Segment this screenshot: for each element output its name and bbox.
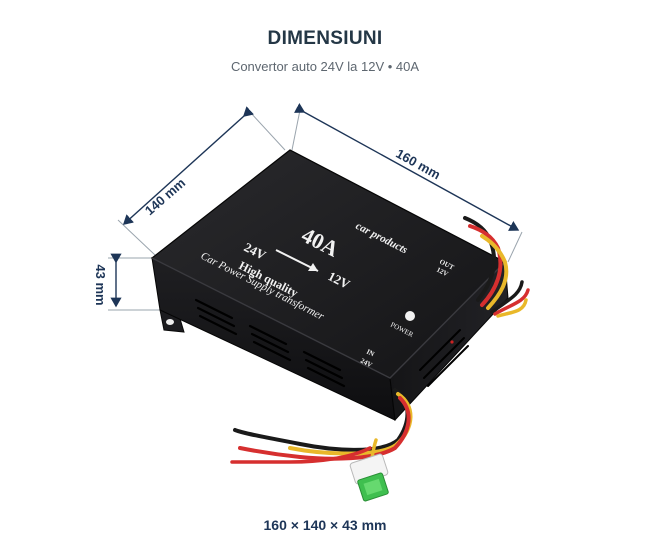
page-subtitle: Convertor auto 24V la 12V • 40A xyxy=(230,59,420,74)
fuse-holder xyxy=(349,453,389,502)
side-vents xyxy=(419,329,469,387)
output-wires xyxy=(463,216,530,318)
dim-label-160: 160 mm xyxy=(393,146,443,183)
dim-label-43: 43 mm xyxy=(93,264,108,305)
converter-device: 40A car products 24V 12V High quality Ca… xyxy=(150,149,509,422)
dimension-43mm: 43 mm xyxy=(93,253,162,311)
in-label-text: IN xyxy=(365,348,376,359)
dimensions-summary: 160 × 140 × 43 mm xyxy=(263,517,387,533)
dim-label-140: 140 mm xyxy=(142,175,188,218)
page-title: DIMENSIUNI xyxy=(267,28,383,49)
arrow-right-icon xyxy=(275,249,319,272)
front-vents xyxy=(194,298,346,388)
power-led-icon xyxy=(405,311,415,321)
